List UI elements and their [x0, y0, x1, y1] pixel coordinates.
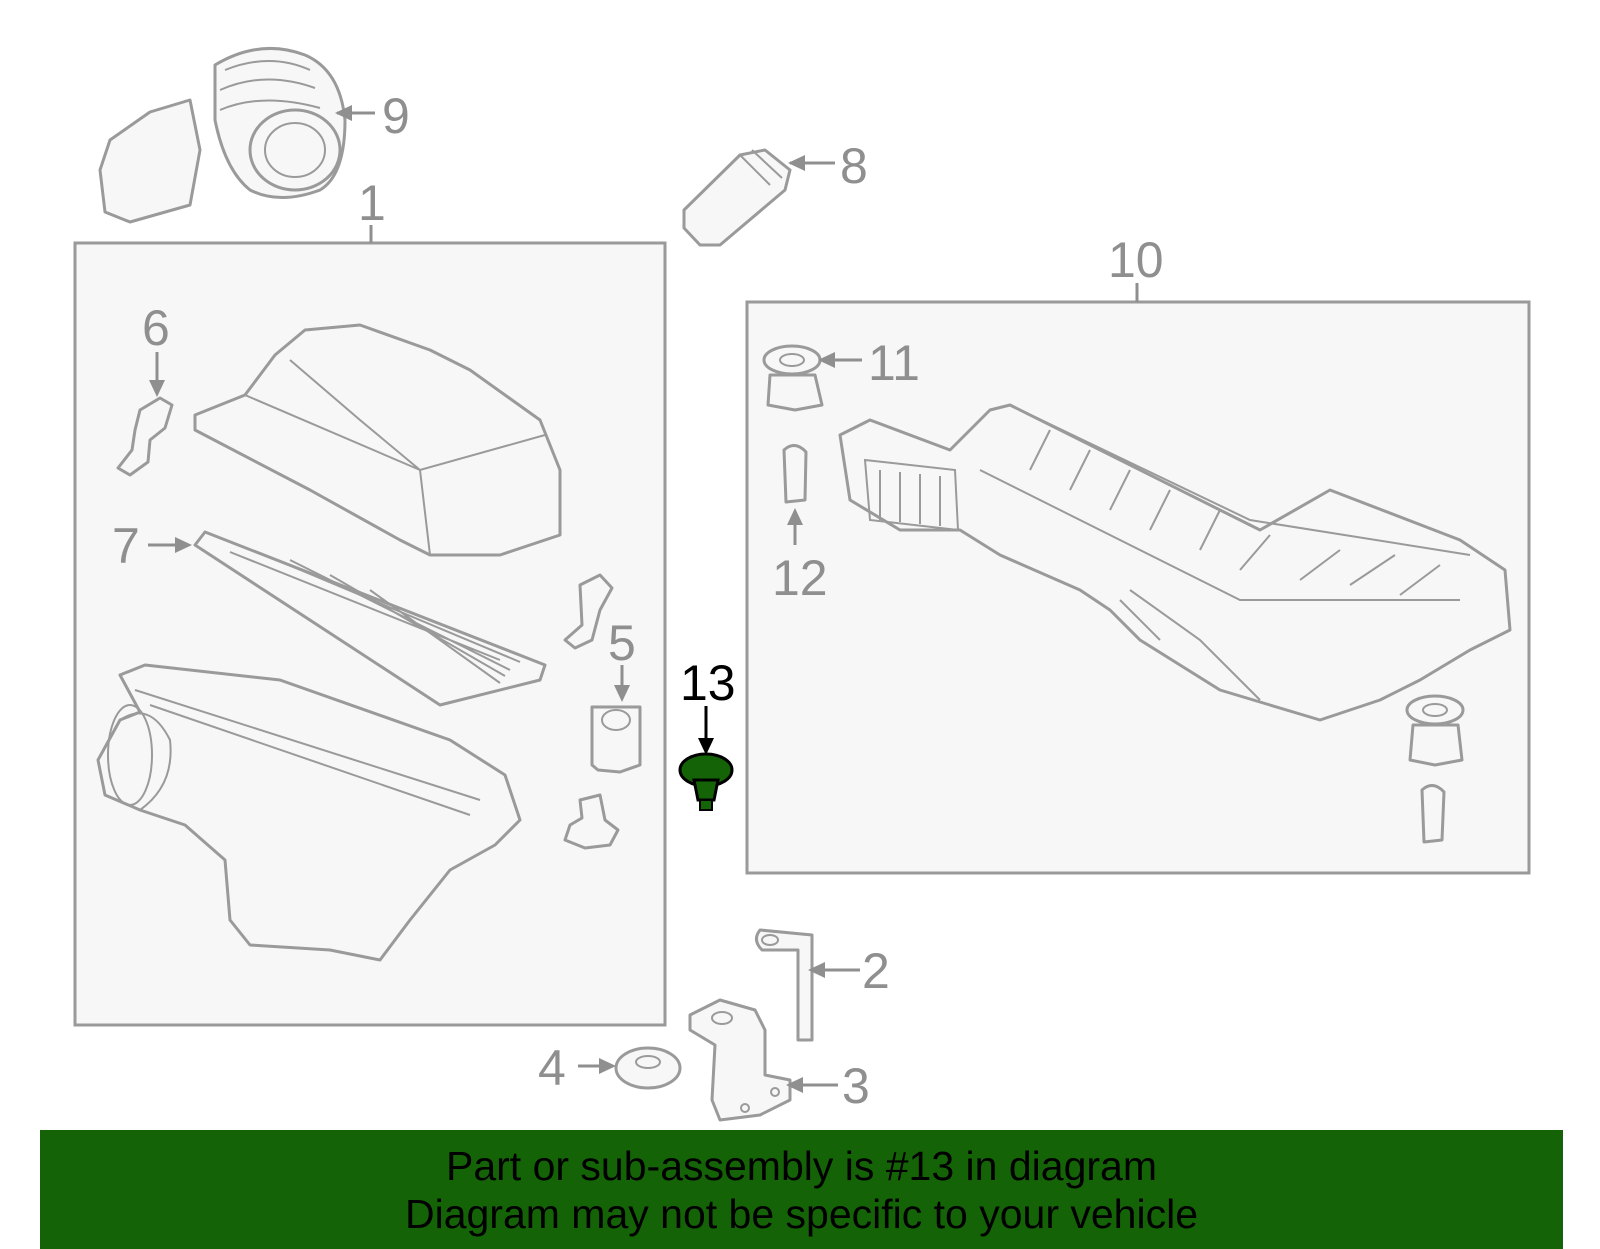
info-banner: Part or sub-assembly is #13 in diagram D…	[40, 1130, 1563, 1249]
part-3-bracket[interactable]	[688, 998, 792, 1122]
callout-1: 1	[358, 175, 386, 231]
part-12-pin-b[interactable]	[1420, 784, 1446, 844]
part-upper-housing[interactable]	[193, 323, 562, 557]
callout-8: 8	[840, 138, 868, 194]
part-8-clip[interactable]	[682, 148, 792, 247]
part-11-grommet[interactable]	[762, 344, 824, 412]
part-4-grommet[interactable]	[614, 1046, 682, 1090]
part-lower-housing[interactable]	[96, 663, 522, 962]
callout-4: 4	[538, 1040, 566, 1096]
banner-line-2: Diagram may not be specific to your vehi…	[404, 1191, 1198, 1237]
part-2-bracket[interactable]	[755, 928, 814, 1042]
part-11-grommet-b[interactable]	[1405, 694, 1465, 767]
callout-3: 3	[842, 1058, 870, 1114]
part-6-bracket[interactable]	[116, 396, 174, 477]
part-9-sensor[interactable]	[98, 46, 347, 224]
part-12-pin[interactable]	[782, 444, 808, 504]
callout-2: 2	[862, 943, 890, 999]
part-10-intake-duct[interactable]	[838, 403, 1512, 722]
callout-11: 11	[868, 335, 920, 391]
banner-line-1: Part or sub-assembly is #13 in diagram	[446, 1143, 1157, 1189]
callout-10: 10	[1108, 232, 1164, 288]
callout-12: 12	[772, 550, 828, 606]
part-5-grommet[interactable]	[590, 705, 642, 774]
part-7-filter[interactable]	[193, 530, 547, 707]
callout-7: 7	[112, 518, 140, 574]
callout-9: 9	[382, 88, 410, 144]
part-13-clip-highlighted[interactable]	[678, 752, 734, 811]
callout-6: 6	[142, 300, 170, 356]
part-clip-hook[interactable]	[563, 573, 614, 650]
callout-13: 13	[680, 655, 736, 711]
part-insert[interactable]	[563, 793, 620, 850]
callout-5: 5	[608, 615, 636, 671]
